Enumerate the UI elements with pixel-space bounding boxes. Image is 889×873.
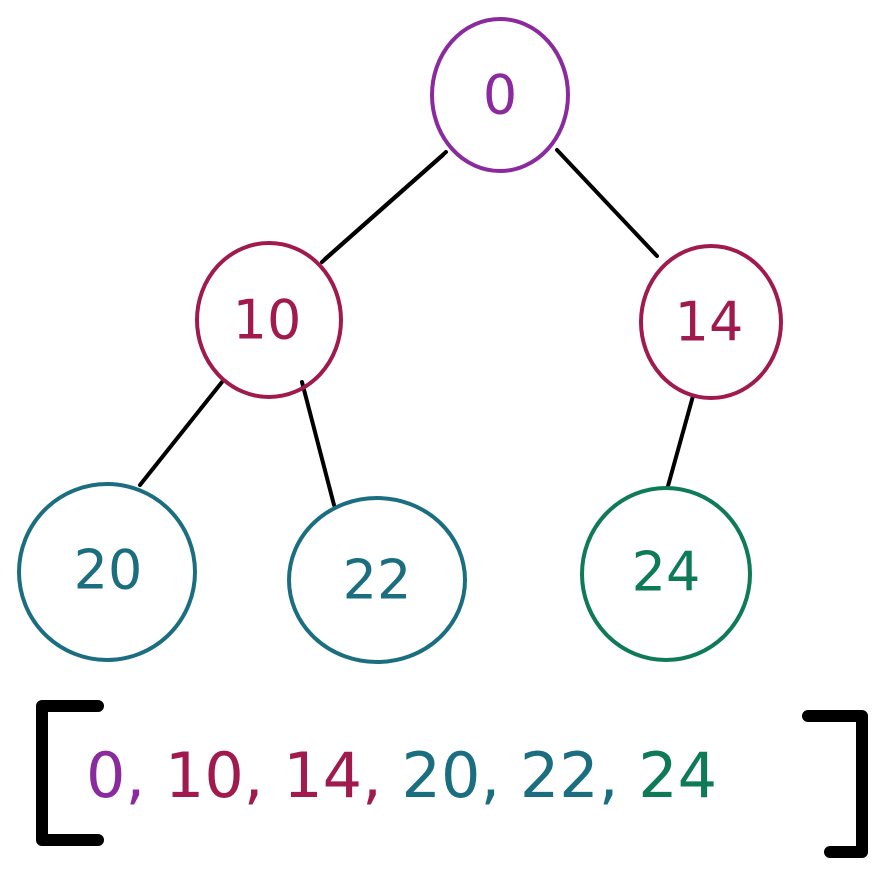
node-label: 20 [74, 539, 143, 602]
node-circle [17, 482, 197, 662]
right-bracket [802, 710, 868, 858]
node-circle [287, 496, 467, 664]
array-separator: , [480, 739, 519, 812]
array-item-3: 20 [402, 739, 481, 812]
node-label: 22 [343, 549, 412, 612]
tree-edges [138, 148, 695, 507]
node-circle [580, 486, 752, 662]
edge-10-20 [138, 380, 224, 487]
array-representation: 0, 10, 14, 20, 22, 24 [86, 739, 717, 812]
array-separator: , [125, 739, 164, 812]
node-label: 0 [483, 64, 517, 127]
tree-node-20: 20 [17, 482, 197, 662]
edge-10-22 [300, 380, 336, 507]
node-label: 10 [233, 289, 302, 352]
tree-node-0: 0 [430, 17, 570, 173]
edge-14-24 [666, 394, 695, 488]
tree-node-22: 22 [287, 496, 467, 664]
array-item-5: 24 [638, 739, 717, 812]
node-circle [430, 17, 570, 173]
node-circle [639, 244, 783, 400]
array-item-1: 10 [165, 739, 244, 812]
tree-node-10: 10 [195, 241, 343, 399]
array-item-0: 0 [86, 739, 125, 812]
array-separator: , [599, 739, 638, 812]
array-separator: , [362, 739, 401, 812]
edge-0-14 [555, 148, 659, 258]
node-circle [195, 241, 343, 399]
edge-0-10 [320, 150, 448, 264]
left-bracket [36, 700, 104, 846]
array-item-2: 14 [283, 739, 362, 812]
array-separator: , [244, 739, 283, 812]
array-item-4: 22 [520, 739, 599, 812]
tree-node-24: 24 [580, 486, 752, 662]
node-label: 14 [675, 291, 744, 354]
tree-node-14: 14 [639, 244, 783, 400]
node-label: 24 [632, 541, 701, 604]
